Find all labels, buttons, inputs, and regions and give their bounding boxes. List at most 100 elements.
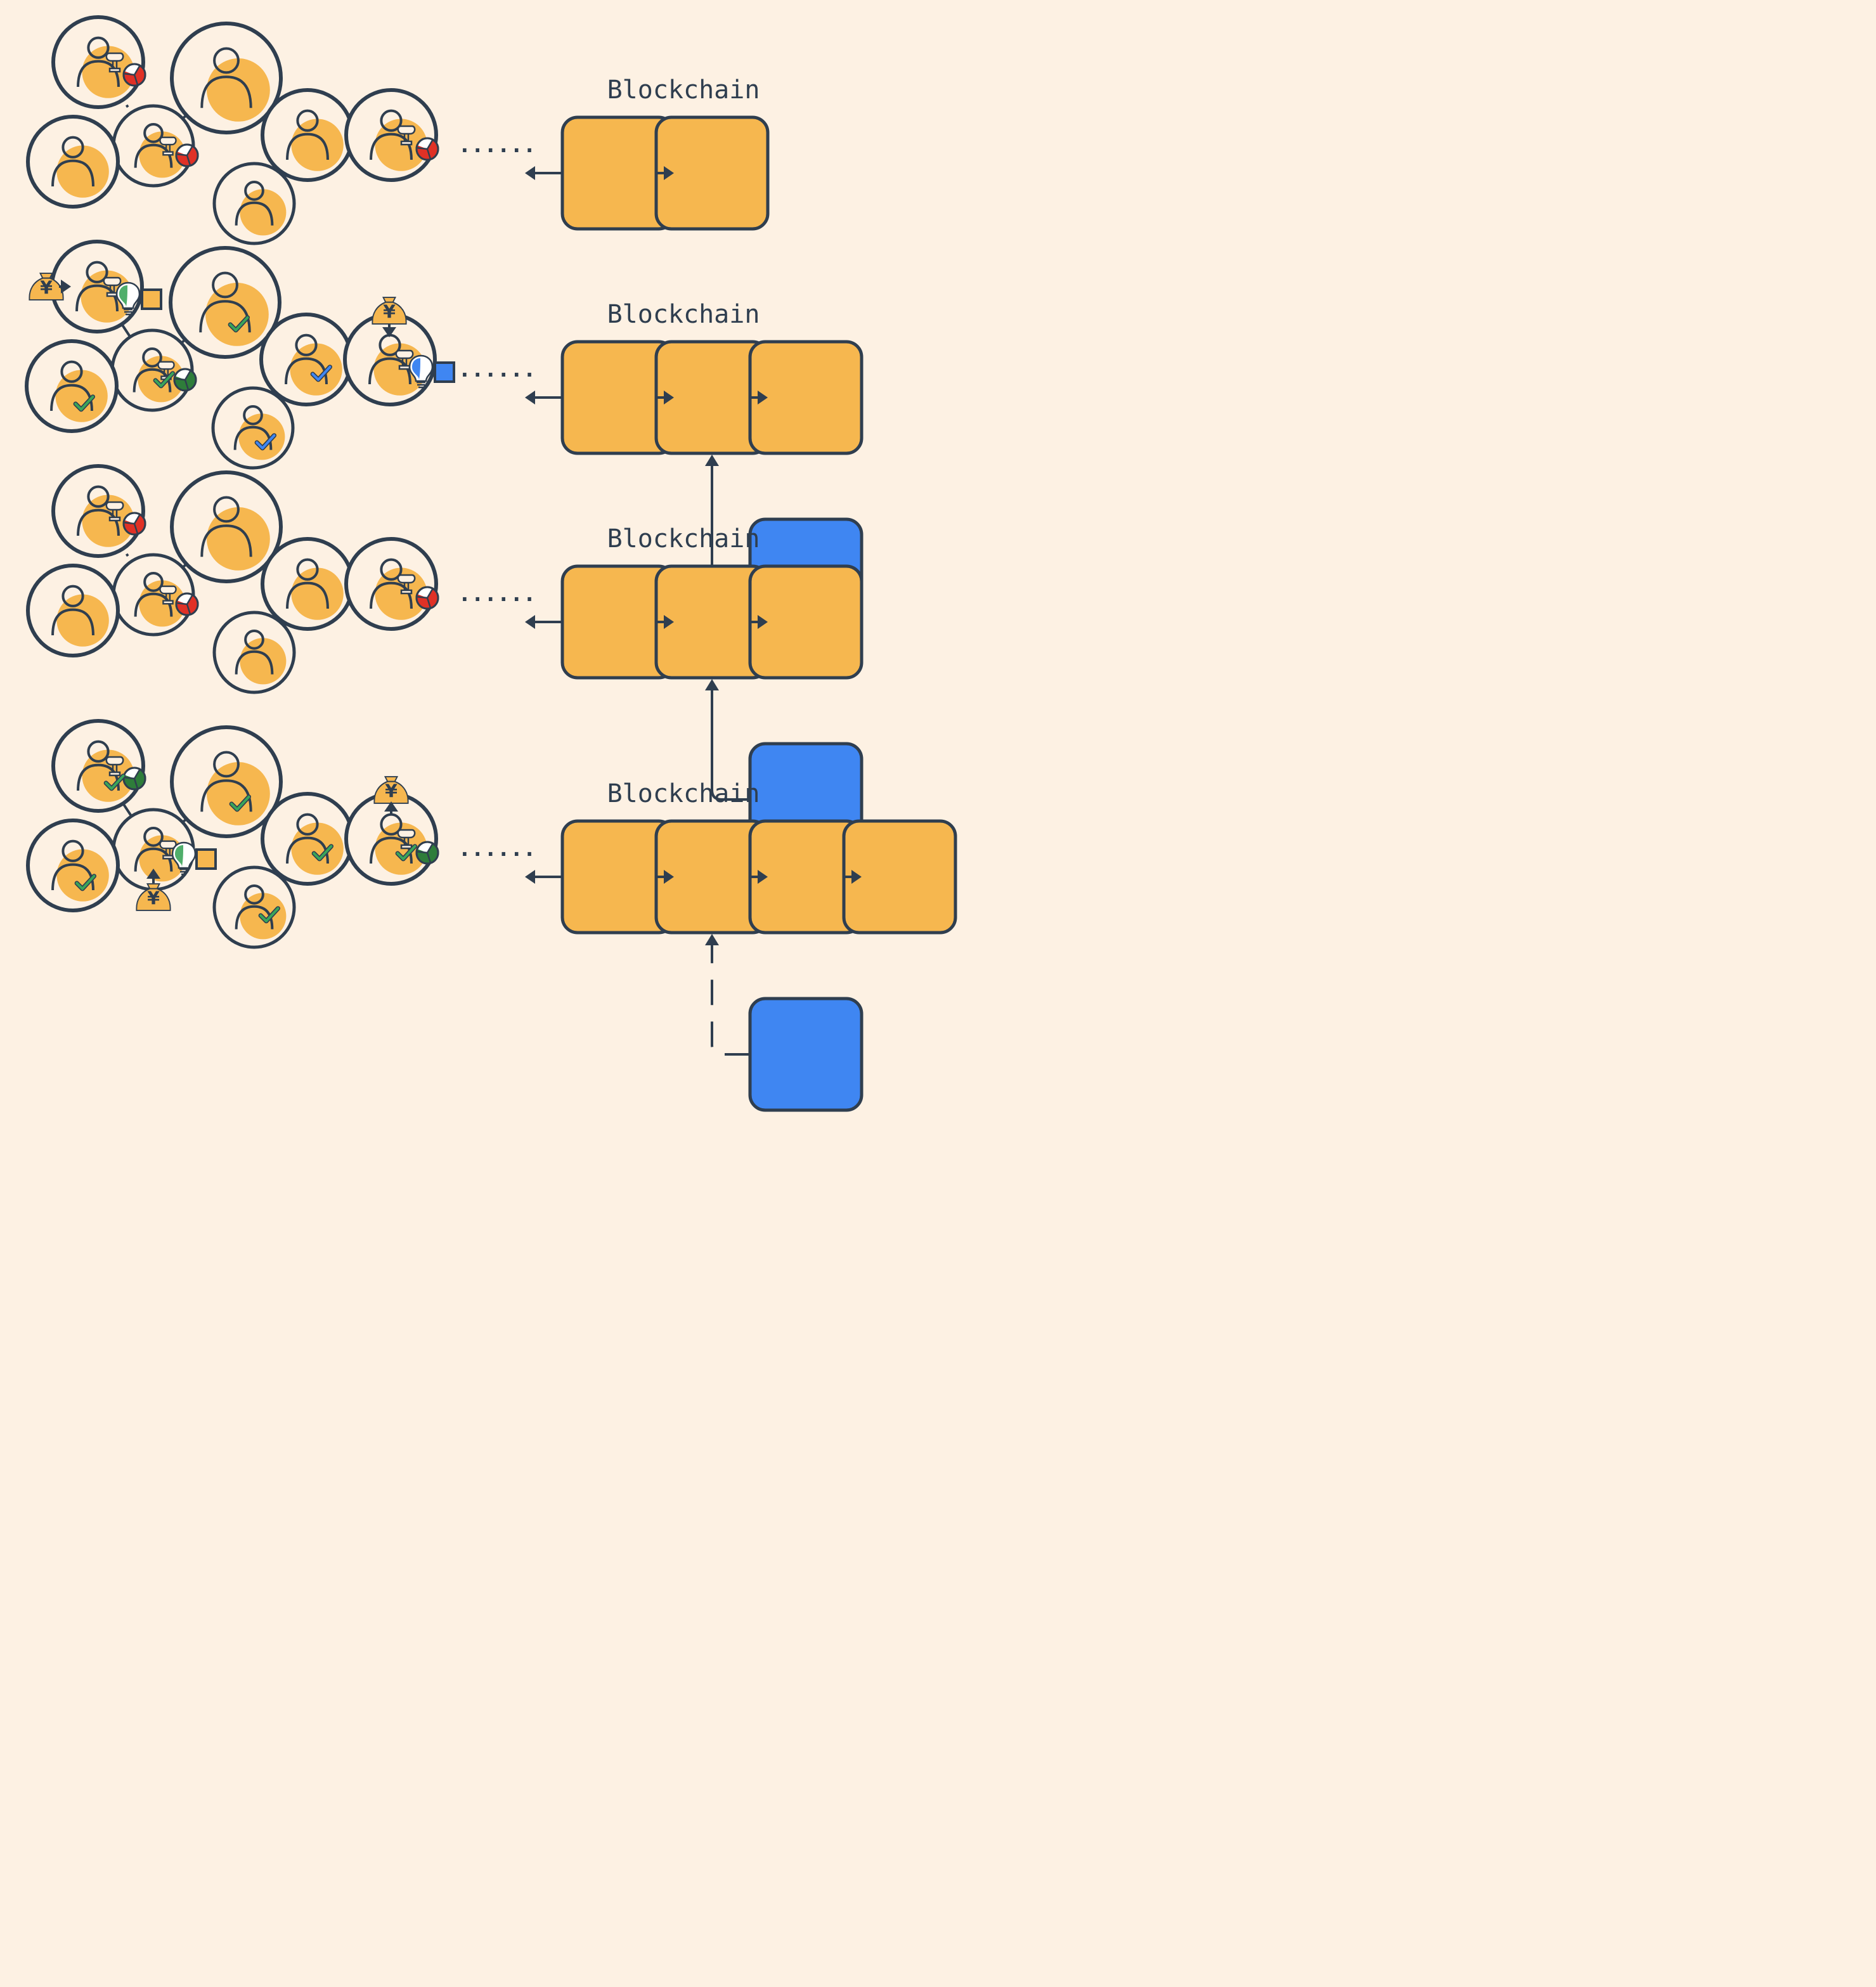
bag-body [372, 301, 407, 325]
arrow-head [384, 801, 398, 812]
trophy-stem [165, 593, 171, 601]
bag-yen-label: ¥ [40, 277, 53, 298]
arrow-head [525, 870, 535, 884]
check-fill [396, 845, 417, 860]
pie-chart-icon [415, 841, 439, 865]
arrow-icon [750, 391, 768, 405]
user-icon [77, 36, 120, 87]
trophy-base [108, 771, 121, 777]
user-icon-body [235, 201, 274, 226]
user-node [344, 537, 438, 631]
node-orange-disc [291, 567, 344, 620]
arrow-head [61, 280, 71, 294]
node-decorations: ¥¥ [74, 756, 439, 924]
trophy-cup [397, 574, 416, 584]
node-orange-disc [290, 343, 342, 396]
fork-arrow-head [705, 455, 719, 466]
blockchain-title: Blockchain [607, 779, 760, 808]
user-icon-head [143, 571, 164, 592]
user-icon-head [244, 180, 264, 201]
pie-dividers [417, 588, 434, 609]
check-fill [313, 845, 333, 860]
check-fill [311, 365, 332, 381]
node-orange-disc [240, 638, 287, 685]
user-node [170, 22, 283, 134]
chain-ellipsis: ...... [458, 836, 536, 862]
panel-4: ¥¥ Blockchain...... [26, 719, 957, 1112]
user-icon-body [51, 159, 94, 187]
arrow-head [664, 615, 674, 629]
trophy-base [162, 151, 174, 156]
checkmark-icon [228, 315, 250, 333]
arrow-icon [382, 323, 396, 337]
arrow-icon [750, 615, 768, 629]
checkmark-icon [310, 365, 333, 382]
trophy-base [108, 67, 121, 73]
trophy-cup [105, 501, 124, 511]
user-icon [134, 571, 173, 617]
node-ring [344, 537, 438, 631]
bag-yen-label: ¥ [385, 780, 398, 801]
checkmark-icon [73, 394, 96, 412]
checkmark-icon [74, 874, 97, 891]
node-ring [170, 470, 283, 583]
network-nodes [26, 719, 438, 949]
user-icon-body [286, 133, 329, 160]
user-node [169, 246, 281, 359]
bag-body [136, 888, 171, 911]
user-icon [370, 558, 413, 609]
arrow-head [758, 870, 768, 884]
trophy-base [398, 365, 411, 370]
trophy-cup [395, 349, 414, 359]
user-node [261, 88, 354, 182]
node-orange-disc [207, 58, 270, 122]
checkmark-icon [258, 906, 281, 924]
user-icon-head [61, 136, 84, 159]
trophy-cup [159, 585, 177, 595]
trophy-stem [403, 838, 410, 845]
node-orange-disc [56, 849, 109, 902]
trophy-icon [159, 585, 177, 605]
checkmark-icon [254, 433, 277, 451]
trophy-base [400, 844, 413, 850]
user-node [259, 313, 353, 406]
trophy-cup [159, 840, 177, 850]
node-decorations [105, 501, 439, 616]
checkmark-icon [103, 773, 126, 791]
user-icon [51, 585, 94, 636]
pie-chart-icon [415, 137, 439, 161]
trophy-icon [397, 125, 416, 146]
chain-block [748, 997, 864, 1112]
user-icon-body [51, 608, 94, 636]
arrow-icon [656, 870, 674, 884]
node-ring [51, 464, 145, 558]
trophy-base [400, 589, 413, 595]
network-nodes [26, 15, 438, 245]
node-ring [170, 22, 283, 134]
user-icon [200, 496, 252, 557]
user-node [26, 564, 120, 657]
user-icon-head [213, 47, 240, 74]
trophy-icon [397, 829, 416, 850]
trophy-cup [157, 361, 175, 370]
fork-connector [705, 679, 750, 801]
user-icon-head [296, 813, 319, 836]
user-icon-head [213, 496, 240, 523]
node-ring [170, 725, 283, 838]
trophy-stem [112, 61, 118, 68]
user-node [212, 865, 296, 949]
node-ring [51, 719, 145, 813]
check-fill [74, 395, 94, 411]
user-icon-head [243, 405, 263, 425]
check-fill [105, 774, 125, 790]
node-ring [26, 819, 120, 912]
blockchain-title: Blockchain [607, 524, 760, 553]
fork-arrow-head [705, 934, 719, 945]
pie-dividers [175, 370, 191, 391]
pie-dividers [124, 768, 141, 789]
check-fill [259, 907, 280, 922]
pie-dividers [417, 843, 434, 864]
user-icon-body [368, 357, 411, 385]
node-ring [212, 865, 296, 949]
